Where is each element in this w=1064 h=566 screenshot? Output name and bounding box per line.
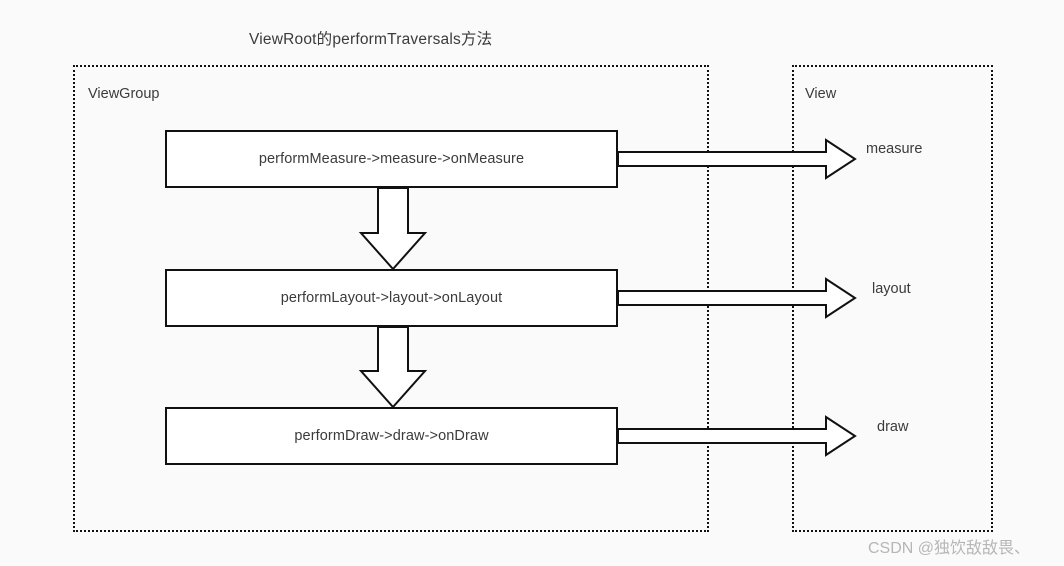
process-box-measure[interactable]: performMeasure->measure->onMeasure [165,130,618,188]
process-box-draw-label: performDraw->draw->onDraw [294,428,489,444]
side-label-layout: layout [872,281,911,297]
side-label-measure: measure [866,141,923,157]
side-label-draw: draw [877,419,909,435]
view-container [792,65,993,532]
page-title: ViewRoot的performTraversals方法 [249,31,493,48]
process-box-layout[interactable]: performLayout->layout->onLayout [165,269,618,327]
view-label: View [805,86,837,102]
viewgroup-label: ViewGroup [88,86,160,102]
watermark: CSDN @独饮敌敌畏、 [868,540,1031,557]
process-box-draw[interactable]: performDraw->draw->onDraw [165,407,618,465]
process-box-measure-label: performMeasure->measure->onMeasure [258,151,525,167]
process-box-layout-label: performLayout->layout->onLayout [280,290,503,306]
